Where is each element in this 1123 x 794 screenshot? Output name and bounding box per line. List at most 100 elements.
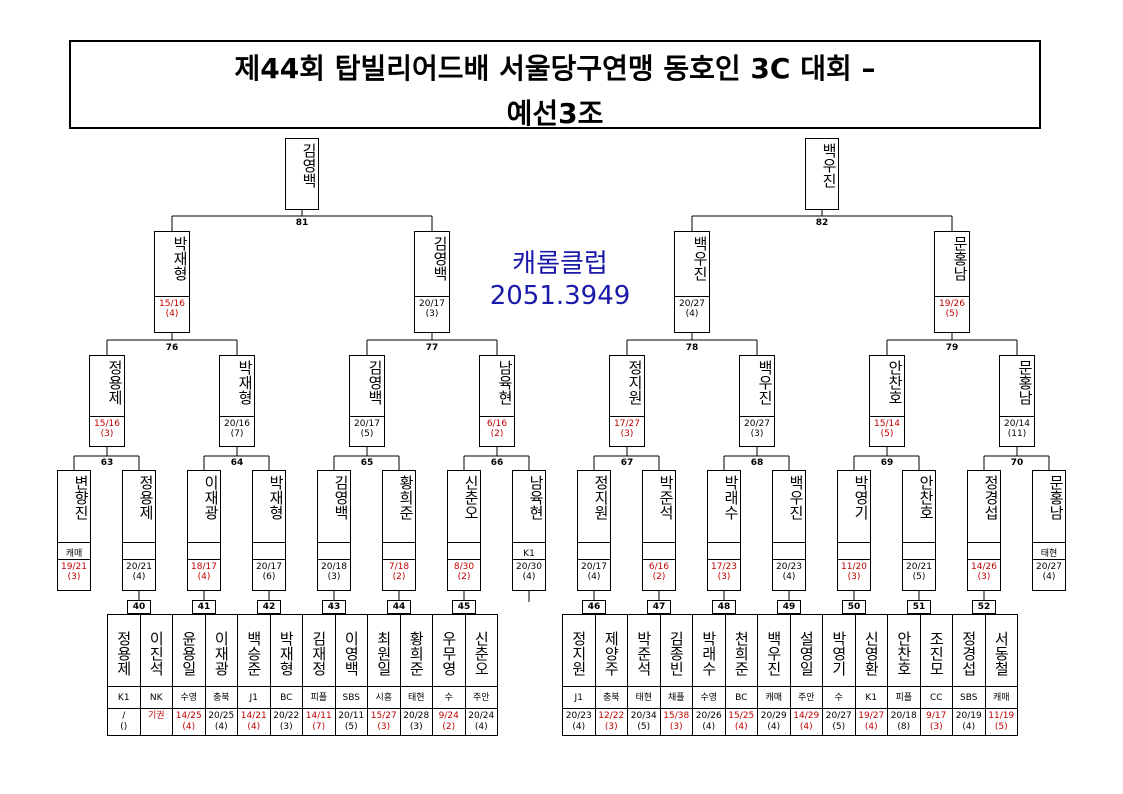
score-rank: (7)	[312, 722, 326, 732]
score-rank: (3)	[620, 429, 634, 439]
score-value: 19/21	[61, 562, 87, 572]
match-number: 66	[490, 458, 504, 468]
score-value: 8/30	[453, 562, 475, 572]
score-value: 15/25	[728, 711, 755, 721]
match-number: 43	[322, 600, 346, 614]
title-box: 제44회 탑빌리어드배 서울당구연맹 동호인 3C 대회 – 예선3조	[69, 40, 1041, 130]
score-rank: (3)	[67, 572, 81, 582]
player-score: 20/28(3)	[400, 708, 432, 735]
score-value: 9/17	[926, 711, 947, 721]
score-value: 20/27	[744, 419, 770, 429]
player-score: 20/16(7)	[220, 416, 254, 446]
player-score: 14/25(4)	[173, 708, 205, 735]
player-score: 20/23(4)	[563, 708, 595, 735]
score-value: 15/14	[874, 419, 900, 429]
player-score: 19/27(4)	[855, 708, 887, 735]
score-rank: (4)	[782, 572, 796, 582]
player-score: 20/27(4)	[675, 296, 709, 332]
player-name: 박영기	[852, 475, 870, 520]
score-value: 6/16	[648, 562, 670, 572]
player-name: 이진석	[147, 630, 166, 676]
player-club: 수	[433, 686, 465, 709]
score-rank: (4)	[864, 722, 878, 732]
match-number: 50	[842, 600, 866, 614]
match-number: 42	[257, 600, 281, 614]
club-ad: 캐롬클럽 2051.3949	[480, 248, 640, 312]
score-value: 20/27	[679, 299, 705, 309]
score-rank: (5)	[912, 572, 926, 582]
player-club: 수	[823, 686, 855, 709]
player-club: SBS	[335, 686, 367, 709]
player-name: 조진모	[927, 630, 946, 676]
player-name: 이영백	[342, 630, 361, 676]
score-rank: (7)	[230, 429, 244, 439]
player-score: 20/17(6)	[253, 559, 285, 590]
player-name: 변향진	[72, 475, 90, 520]
player-name: 박래수	[722, 475, 740, 520]
player-club	[318, 542, 350, 565]
match-number: 41	[192, 600, 216, 614]
score-value: 14/11	[305, 711, 332, 721]
player-name: 최원일	[374, 630, 393, 676]
match-number: 76	[165, 343, 179, 353]
score-rank: (5)	[880, 429, 894, 439]
player-score: 20/27(4)	[1033, 559, 1065, 590]
player-club: 주안	[790, 686, 822, 709]
player-name: 문홍남	[1016, 360, 1034, 405]
player-club	[773, 542, 805, 565]
player-name: 서동철	[992, 630, 1011, 676]
title-line-2: 예선3조	[506, 97, 604, 130]
player-score: 14/26(3)	[968, 559, 1000, 590]
match-number: 82	[815, 218, 829, 228]
player-score: 18/17(4)	[188, 559, 220, 590]
score-rank: (3)	[929, 722, 943, 732]
score-value: 20/23	[565, 711, 592, 721]
score-value: 20/16	[224, 419, 250, 429]
match-number: 52	[972, 600, 996, 614]
player-name: 안찬호	[894, 630, 913, 676]
score-value: 20/27	[1036, 562, 1062, 572]
player-score: 20/27(5)	[823, 708, 855, 735]
player-name: 제양주	[602, 630, 621, 676]
player-club: K1	[855, 686, 887, 709]
player-name: 박재형	[236, 360, 254, 405]
player-score: 9/17(3)	[920, 708, 952, 735]
player-name: 정지원	[592, 475, 610, 520]
player-club	[578, 542, 610, 565]
match-number: 48	[712, 600, 736, 614]
match-number: 68	[750, 458, 764, 468]
score-value: 19/27	[858, 711, 885, 721]
score-rank: (3)	[750, 429, 764, 439]
match-number: 40	[127, 600, 151, 614]
player-club	[448, 542, 480, 565]
player-score: 20/11(5)	[335, 708, 367, 735]
score-rank: (4)	[767, 722, 781, 732]
score-rank: (3)	[847, 572, 861, 582]
player-name: 박재형	[267, 475, 285, 520]
player-score: 20/14(11)	[1000, 416, 1034, 446]
player-club	[903, 542, 935, 565]
player-score: 20/21(4)	[123, 559, 155, 590]
player-score: 11/20(3)	[838, 559, 870, 590]
score-value: 14/26	[971, 562, 997, 572]
player-box: 김영백	[285, 138, 319, 210]
player-score: 20/18(8)	[888, 708, 920, 735]
match-number: 47	[647, 600, 671, 614]
player-name: 정용제	[114, 630, 133, 676]
player-name: 김영백	[366, 360, 384, 405]
player-score: 20/17(5)	[350, 416, 384, 446]
score-value: 20/14	[1004, 419, 1030, 429]
player-club: BC	[725, 686, 757, 709]
match-number: 44	[387, 600, 411, 614]
player-club	[708, 542, 740, 565]
